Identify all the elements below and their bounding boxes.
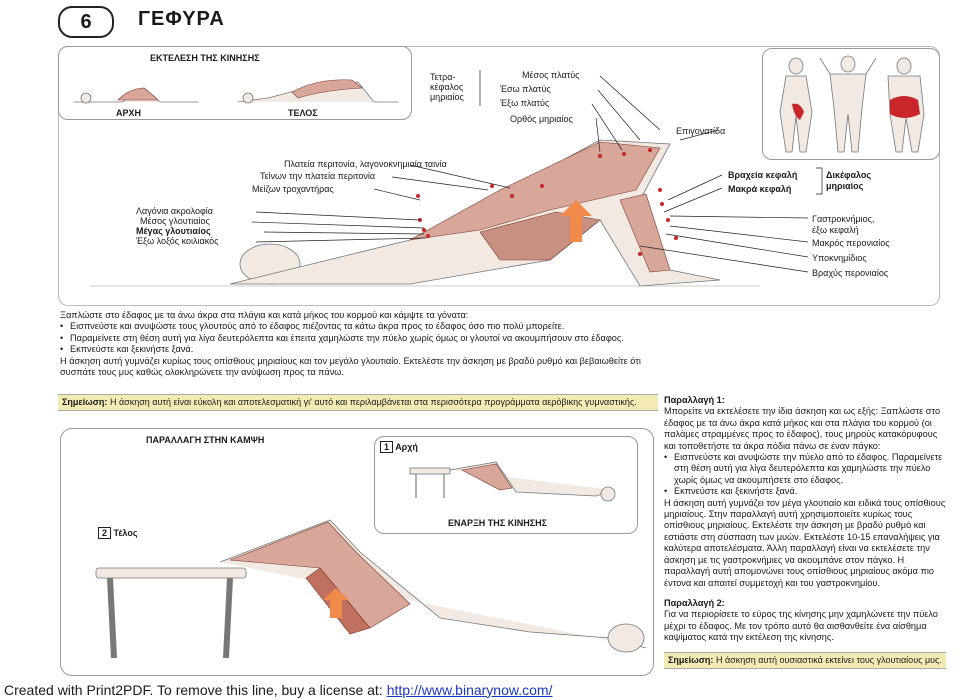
step-2-marker: 2 Τέλος [98,527,138,539]
label-external-oblique: Έξω λοξός κοιλιακός [136,236,219,246]
note-lead: Σημείωση: [62,397,108,407]
label-peroneus-brevis: Βραχύς περονιαίος [812,268,889,278]
start-label: ΑΡΧΗ [116,108,142,118]
variation-1-step: Εισπνεύστε και ανυψώστε την πύελο από το… [664,452,946,486]
end-label: ΤΕΛΟΣ [288,108,318,118]
label-greater-trochanter: Μείζων τροχαντήρας [252,184,334,194]
instructions-steps: Εισπνεύστε και ανυψώστε τους γλουτούς απ… [60,321,660,356]
lift-arrow [560,200,592,242]
note-box-2: Σημείωση: Η άσκηση αυτή ουσιαστικά εκτεί… [664,652,946,669]
note-2-lead: Σημείωση: [668,655,714,665]
label-vastus-lateralis: Έξω πλατύς [500,98,550,108]
step-1-marker: 1 Αρχή [380,441,418,453]
label-tibialis: Υποκνημίδιος [812,253,867,263]
label-gastrocnemius: Γαστροκνήμιος, έξω κεφαλή [812,214,875,235]
instruction-step: Εκπνεύστε και ξεκινήστε ξανά. [60,344,660,356]
variation-1-step: Εκπνεύστε και ξεκινήστε ξανά. [664,486,946,498]
end-position-figure [95,519,647,659]
start-move-label: ΕΝΑΡΞΗ ΤΗΣ ΚΙΝΗΣΗΣ [448,518,547,528]
anatomy-thumbnails [779,55,925,153]
label-fascia-lata: Πλατεία περιτονία, λαγονοκνημιαία ταινία [284,159,447,169]
biceps-femoris-bracket [816,167,823,195]
label-short-head: Βραχεία κεφαλή [728,170,798,180]
label-long-head: Μακρά κεφαλή [728,184,792,194]
label-gluteus-maximus: Μέγας γλουτιαίος [136,226,211,236]
label-quadriceps: Τετρα- κέφαλος μηριαίος [430,72,464,102]
variation-2-text: Για να περιορίσετε το εύρος της κίνησης … [664,609,938,643]
anatomy-figure-front [819,55,877,153]
exercise-number-badge: 6 [58,6,114,38]
variation-2-title: Παραλλαγή 2: [664,598,725,608]
exercise-number: 6 [80,10,92,33]
instruction-step: Παραμείνετε στη θέση αυτή για λίγα δευτε… [60,333,660,345]
variation-1-outro: Η άσκηση αυτή γυμνάζει τον μέγα γλουτιαί… [664,497,946,588]
instruction-step: Εισπνεύστε και ανυψώστε τους γλουτούς απ… [60,321,660,333]
label-iliac-crest: Λαγόνια ακρολοφία [136,206,213,216]
instructions: Ξαπλώστε στο έδαφος με τα άνω άκρα στα π… [60,310,660,378]
note-text: Η άσκηση αυτή είναι εύκολη και αποτελεσμ… [109,397,637,407]
variation-1-intro: Μπορείτε να εκτελέσετε την ίδια άσκηση κ… [664,406,941,451]
label-vastus-intermedius: Μέσος πλατύς [522,70,580,80]
label-patella: Επιγονατίδα [676,126,726,136]
note-2-text: Η άσκηση αυτή ουσιαστικά εκτείνει τους γ… [715,655,942,665]
variation-2-block: Παραλλαγή 2: Για να περιορίσετε το εύρος… [664,598,946,644]
anatomy-figure-side [779,57,813,153]
variation-1-title: Παραλλαγή 1: [664,395,725,405]
label-rectus-femoris: Ορθός μηριαίος [510,114,573,124]
print2pdf-footer: Created with Print2PDF. To remove this l… [0,679,960,700]
page-title: ΓΕΦΥΡΑ [138,8,225,30]
step-2-number: 2 [98,527,112,539]
label-vastus-medialis: Έσω πλατύς [500,84,551,94]
footer-link[interactable]: http://www.binarynow.com/ [386,681,553,698]
label-peroneus-longus: Μακρός περονιαίος [812,238,890,248]
label-biceps-femoris: Δικέφαλος μηριαίος [826,170,872,191]
variation-1-steps: Εισπνεύστε και ανυψώστε την πύελο από το… [664,452,946,498]
end-figure [237,79,398,104]
label-tensor-fascia: Τείνων την πλατεία περιτονία [260,171,376,181]
note-box: Σημείωση: Η άσκηση αυτή είναι εύκολη και… [58,394,658,411]
start-position-figure [409,461,616,502]
start-figure [74,87,198,104]
variation-panel-label: ΠΑΡΑΛΛΑΓΗ ΣΤΗΝ ΚΑΜΨΗ [146,435,265,445]
step-1-number: 1 [380,441,394,453]
movement-phases-label: ΕΚΤΕΛΕΣΗ ΤΗΣ ΚΙΝΗΣΗΣ [150,53,260,63]
label-gluteus-medius: Μέσος γλουτιαίος [140,216,210,226]
movement-phases-figures [74,79,398,104]
footer-text: Created with Print2PDF. To remove this l… [4,681,383,698]
anatomy-figure-back [887,57,925,153]
step-2-label: Τέλος [113,528,138,538]
instructions-intro: Ξαπλώστε στο έδαφος με τα άνω άκρα στα π… [60,310,469,320]
instructions-outro: Η άσκηση αυτή γυμνάζει κυρίως τους οπίσθ… [60,355,641,378]
step-1-label: Αρχή [395,442,418,452]
variation-1-block: Παραλλαγή 1: Μπορείτε να εκτελέσετε την … [664,395,946,589]
